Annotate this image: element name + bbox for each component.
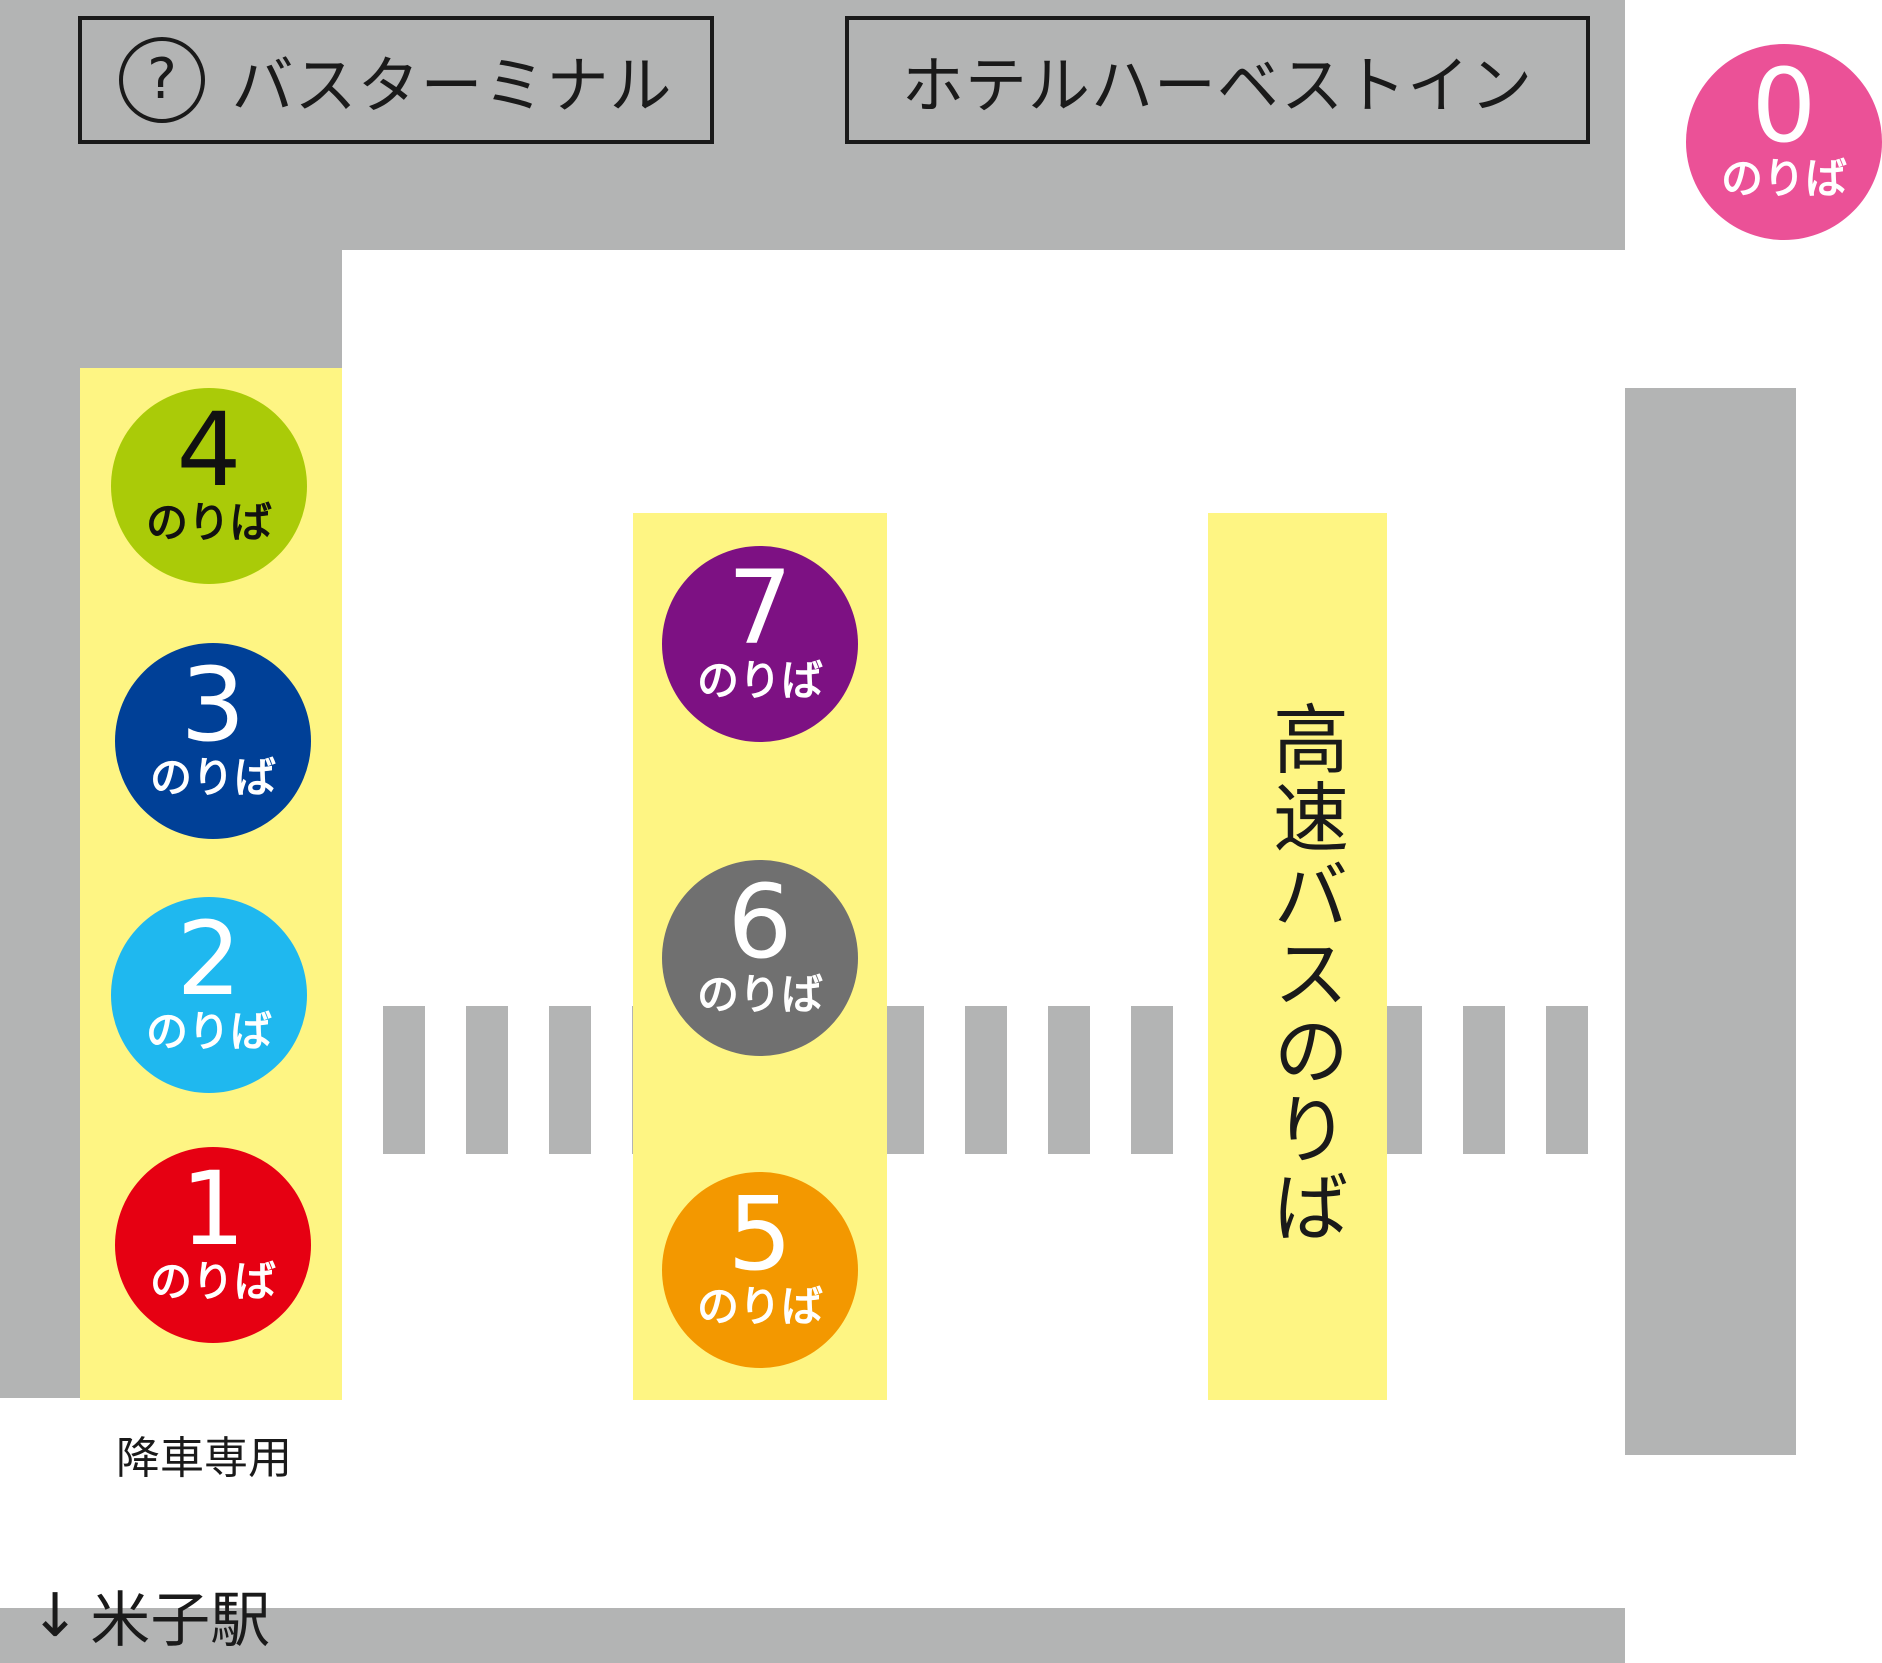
stop-label: のりば <box>696 970 823 1019</box>
bus-terminal-sign: ? バスターミナル <box>78 16 714 144</box>
stop-label: のりば <box>1720 154 1847 203</box>
stop-4: 4 のりば <box>111 388 307 584</box>
stop-number: 7 <box>727 549 793 668</box>
stop-2: 2 のりば <box>111 897 307 1093</box>
stop-7: 7 のりば <box>662 546 858 742</box>
stop-number: 1 <box>180 1150 246 1269</box>
platform-highway <box>1208 513 1387 1400</box>
question-icon: ? <box>119 37 206 123</box>
drop-off-only-label: 降車専用 <box>116 1433 292 1484</box>
stop-label: のりば <box>145 498 272 547</box>
stop-label: のりば <box>149 753 276 802</box>
bus-terminal-label: バスターミナル <box>231 49 673 122</box>
station-direction: ↓ 米子駅 <box>30 1572 270 1659</box>
stop-number: 4 <box>176 391 242 510</box>
crosswalk-stripe <box>1546 1006 1588 1154</box>
down-arrow-icon: ↓ <box>30 1580 81 1651</box>
stop-label: のりば <box>145 1007 272 1056</box>
crosswalk-stripe <box>1463 1006 1505 1154</box>
crosswalk-stripe <box>1048 1006 1090 1154</box>
bottom-left-white-area <box>0 1398 342 1608</box>
hotel-sign: ホテルハーベストイン <box>845 16 1590 144</box>
stop-6: 6 のりば <box>662 860 858 1056</box>
crosswalk-stripe <box>549 1006 591 1154</box>
crosswalk-stripe <box>882 1006 924 1154</box>
stop-number: 0 <box>1751 47 1817 166</box>
stop-label: のりば <box>696 656 823 705</box>
crosswalk-stripe <box>1380 1006 1422 1154</box>
stop-3: 3 のりば <box>115 643 311 839</box>
crosswalk-stripe <box>383 1006 425 1154</box>
stop-label: のりば <box>696 1282 823 1331</box>
crosswalk-stripe <box>466 1006 508 1154</box>
stop-0: 0 のりば <box>1686 44 1882 240</box>
crosswalk-stripe <box>965 1006 1007 1154</box>
bottom-road <box>0 1608 1625 1663</box>
crosswalk-stripe <box>1131 1006 1173 1154</box>
station-name: 米子駅 <box>90 1586 271 1656</box>
stop-label: のりば <box>149 1257 276 1306</box>
stop-number: 3 <box>180 646 246 765</box>
right-road <box>1625 388 1796 1455</box>
hotel-label: ホテルハーベストイン <box>901 49 1534 122</box>
stop-number: 2 <box>176 900 242 1019</box>
stop-number: 5 <box>727 1175 793 1294</box>
stop-number: 6 <box>727 863 793 982</box>
stop-5: 5 のりば <box>662 1172 858 1368</box>
highway-bus-label: 高速バスのりば <box>1260 700 1349 1246</box>
stop-1: 1 のりば <box>115 1147 311 1343</box>
